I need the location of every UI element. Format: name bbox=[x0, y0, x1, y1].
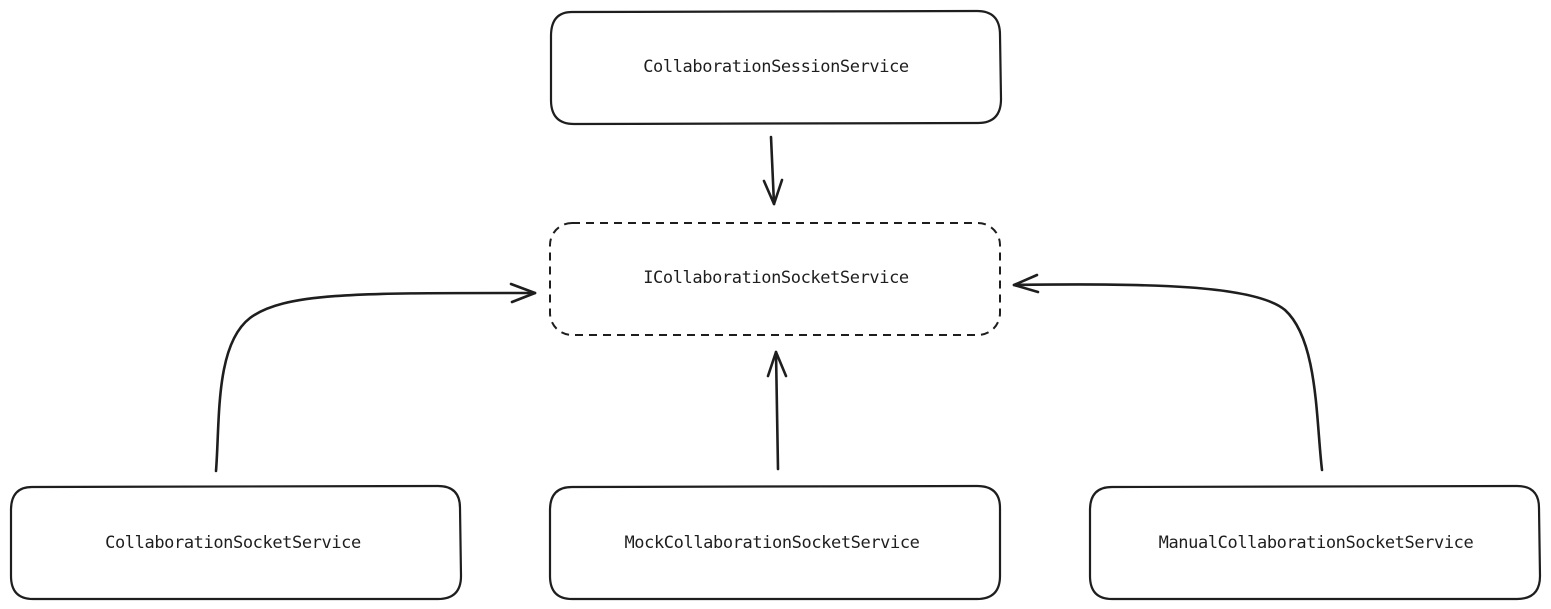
node-collaboration-socket-service[interactable]: CollaborationSocketService bbox=[9, 484, 463, 601]
node-box bbox=[9, 484, 463, 601]
edge-mock-to-interface bbox=[766, 350, 788, 471]
node-label: CollaborationSocketService bbox=[105, 533, 361, 553]
edge-session-to-interface bbox=[762, 135, 784, 206]
arrowhead-icon bbox=[766, 350, 788, 378]
node-label: MockCollaborationSocketService bbox=[624, 533, 919, 553]
arrowhead-icon bbox=[762, 178, 784, 206]
edge-socket-to-interface bbox=[214, 282, 537, 473]
arrowhead-icon bbox=[509, 282, 537, 304]
node-label: ICollaborationSocketService bbox=[643, 268, 909, 288]
node-manual-collaboration-socket-service[interactable]: ManualCollaborationSocketService bbox=[1088, 484, 1542, 601]
edge-line bbox=[774, 350, 780, 471]
node-label: CollaborationSessionService bbox=[643, 57, 909, 77]
node-box bbox=[1088, 484, 1542, 601]
edge-line bbox=[769, 135, 776, 206]
node-mock-collaboration-socket-service[interactable]: MockCollaborationSocketService bbox=[548, 484, 1002, 601]
edge-line bbox=[214, 291, 537, 473]
node-box bbox=[548, 484, 1002, 601]
arrowhead-icon bbox=[1012, 273, 1040, 294]
node-box bbox=[549, 222, 1001, 336]
edge-line bbox=[1012, 283, 1324, 472]
node-collaboration-session-service[interactable]: CollaborationSessionService bbox=[549, 9, 1003, 126]
edge-manual-to-interface bbox=[1012, 273, 1324, 472]
node-box bbox=[549, 9, 1003, 126]
node-icollaboration-socket-service[interactable]: ICollaborationSocketService bbox=[549, 222, 1001, 336]
node-label: ManualCollaborationSocketService bbox=[1159, 533, 1474, 553]
